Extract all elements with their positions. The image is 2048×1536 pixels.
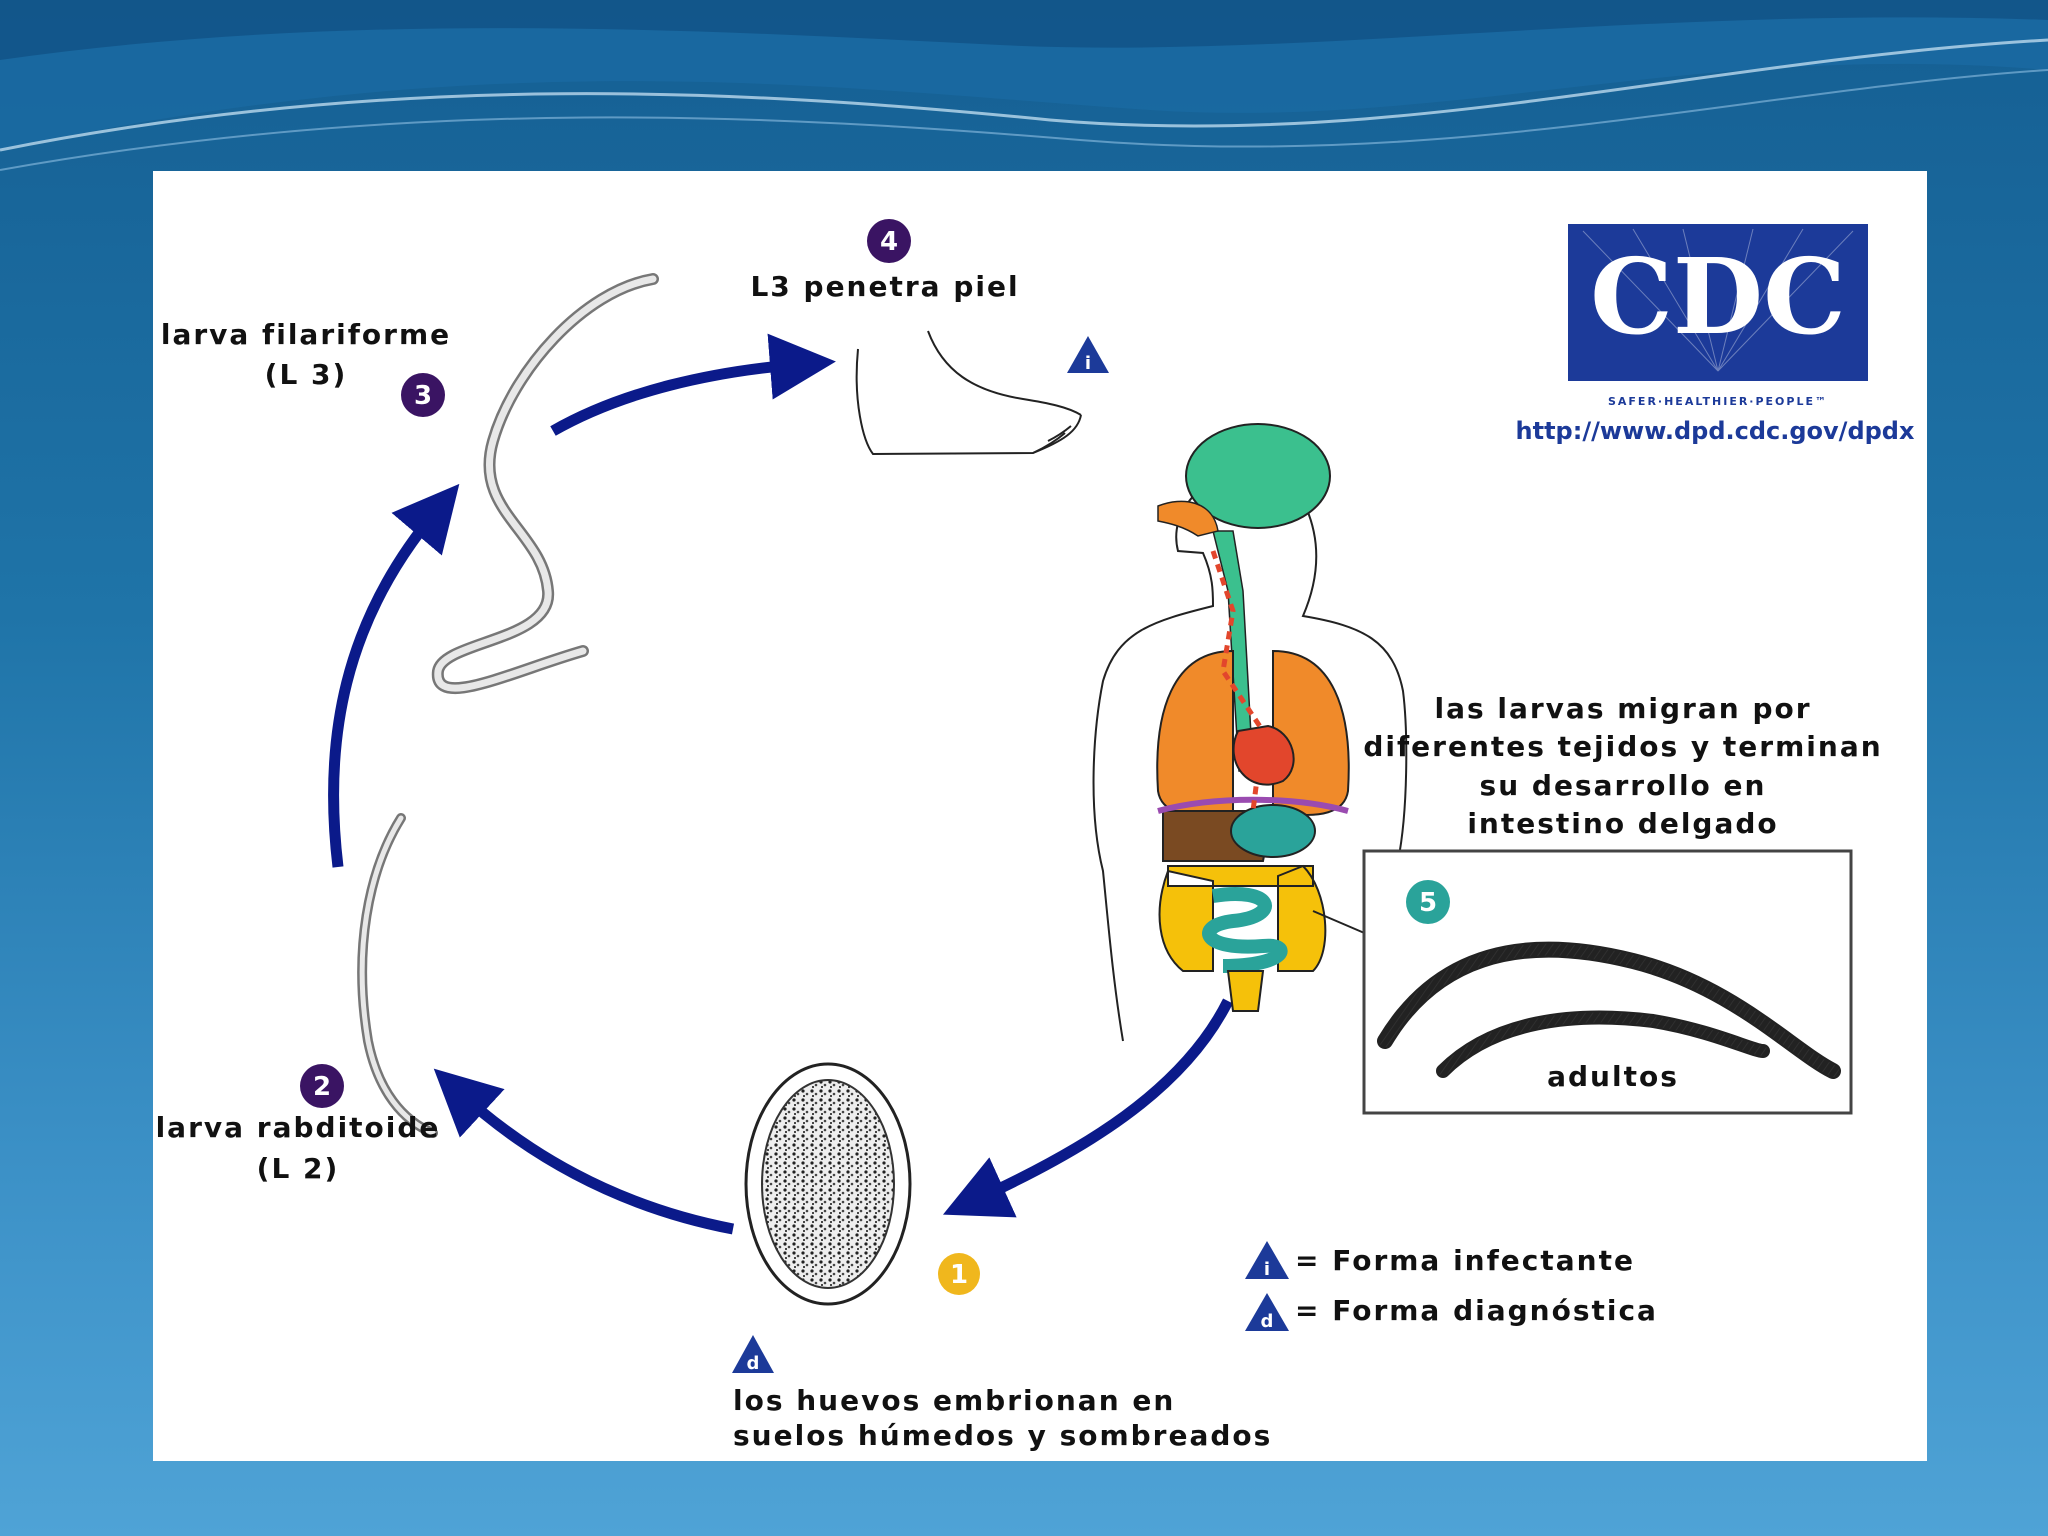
step-badge-2: 2 [300, 1064, 344, 1108]
rhabditiform-larva-illustration [357, 813, 438, 1138]
step3-label-line1: larva filariforme [161, 318, 451, 351]
legend-infective-icon [1245, 1241, 1289, 1279]
infective-stage-icon: i [1067, 336, 1109, 374]
step3-label-line2: (L 3) [265, 358, 348, 391]
eggs-text-line2: suelos húmedos y sombreados [733, 1419, 1272, 1452]
step-badge-4: 4 [867, 219, 911, 263]
svg-text:4: 4 [880, 227, 898, 257]
step-badge-3: 3 [401, 373, 445, 417]
heart-organ [1232, 724, 1295, 786]
nasal-cavity-organ [1157, 500, 1219, 537]
life-cycle-diagram: adultos larva filariforme (L 3) L3 penet… [156, 219, 1915, 1452]
arrow-host-to-egg [942, 998, 1233, 1218]
larval-migration-track [1210, 550, 1266, 812]
svg-text:i: i [1085, 353, 1091, 374]
left-lung-organ [1156, 649, 1234, 816]
svg-text:3: 3 [414, 381, 432, 411]
step-badge-1: 1 [938, 1253, 980, 1295]
foot-illustration [855, 330, 1082, 456]
diagnostic-stage-icon: d [732, 1335, 774, 1374]
cdc-url[interactable]: http://www.dpd.cdc.gov/dpdx [1516, 417, 1915, 445]
arrow-egg-to-l2 [433, 1068, 735, 1235]
arrow-l3-to-skin [550, 333, 836, 436]
cdc-tagline: SAFER·HEALTHIER·PEOPLE™ [1608, 395, 1828, 408]
legend-infective: i = Forma infectante [1245, 1241, 1635, 1280]
step-badge-5: 5 [1406, 880, 1450, 924]
brain-organ [1185, 423, 1331, 529]
adults-label: adultos [1547, 1060, 1679, 1093]
step4-label: L3 penetra piel [750, 270, 1019, 303]
cdc-logo: CDC SAFER·HEALTHIER·PEOPLE™ [1568, 224, 1868, 408]
egg-illustration [744, 1062, 912, 1306]
svg-text:= Forma infectante: = Forma infectante [1295, 1244, 1635, 1277]
small-intestine-organ [1202, 887, 1288, 973]
migration-text-line3: su desarrollo en [1480, 769, 1767, 802]
diagram-panel: adultos larva filariforme (L 3) L3 penet… [153, 171, 1927, 1461]
svg-text:CDC: CDC [1590, 235, 1846, 358]
step2-label-line2: (L 2) [257, 1152, 340, 1185]
svg-text:d: d [747, 1353, 760, 1374]
migration-text-line2: diferentes tejidos y terminan [1363, 730, 1882, 763]
svg-text:d: d [1261, 1311, 1274, 1332]
legend-diagnostic-icon [1245, 1293, 1289, 1331]
stomach-organ [1230, 804, 1316, 858]
filariform-larva-illustration [431, 273, 659, 695]
eggs-text-line1: los huevos embrionan en [733, 1384, 1175, 1417]
arrow-l2-to-l3 [328, 483, 460, 868]
svg-text:1: 1 [950, 1260, 968, 1290]
right-lung-organ [1272, 649, 1350, 816]
svg-text:2: 2 [313, 1072, 331, 1102]
diaphragm-band [1157, 796, 1349, 814]
migration-text-line1: las larvas migran por [1434, 692, 1811, 725]
adult-worms-illustration [1377, 941, 1841, 1079]
svg-text:i: i [1264, 1259, 1270, 1280]
svg-text:= Forma diagnóstica: = Forma diagnóstica [1295, 1294, 1658, 1327]
human-host-illustration [1092, 423, 1408, 1042]
step2-label-line1: larva rabditoide [156, 1111, 441, 1144]
svg-text:5: 5 [1419, 888, 1437, 918]
rectum-organ [1226, 970, 1265, 1012]
migration-text-line4: intestino delgado [1467, 807, 1778, 840]
legend-diagnostic: d = Forma diagnóstica [1245, 1293, 1658, 1332]
